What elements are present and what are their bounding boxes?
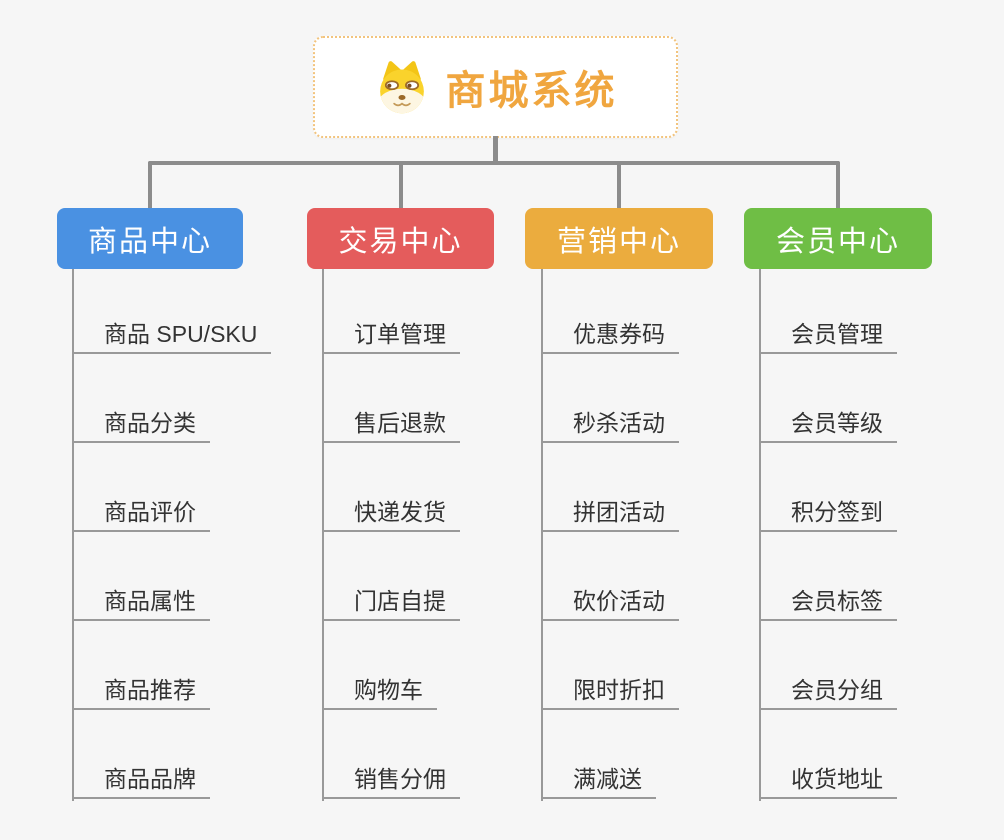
leaf-node[interactable]: 限时折扣 bbox=[541, 676, 679, 710]
leaf-node[interactable]: 快递发货 bbox=[322, 498, 460, 532]
branch-member-center[interactable]: 会员中心 bbox=[744, 208, 932, 269]
leaf-node[interactable]: 会员标签 bbox=[759, 587, 897, 621]
leaf-node[interactable]: 商品品牌 bbox=[72, 765, 210, 799]
doge-icon bbox=[379, 61, 424, 114]
leaf-node[interactable]: 拼团活动 bbox=[541, 498, 679, 532]
leaf-node[interactable]: 售后退款 bbox=[322, 409, 460, 443]
branch-marketing-center[interactable]: 营销中心 bbox=[525, 208, 713, 269]
leaf-node[interactable]: 积分签到 bbox=[759, 498, 897, 532]
connector-column-3 bbox=[541, 269, 543, 801]
leaf-node[interactable]: 会员管理 bbox=[759, 320, 897, 354]
leaf-node[interactable]: 商品分类 bbox=[72, 409, 210, 443]
leaf-node[interactable]: 收货地址 bbox=[759, 765, 897, 799]
connector-stub-4 bbox=[836, 161, 840, 210]
leaf-node[interactable]: 优惠券码 bbox=[541, 320, 679, 354]
connector-bus bbox=[148, 161, 840, 165]
root-title: 商城系统 bbox=[445, 69, 618, 113]
connector-column-2 bbox=[322, 269, 324, 801]
leaf-node[interactable]: 商品推荐 bbox=[72, 676, 210, 710]
leaf-node[interactable]: 门店自提 bbox=[322, 587, 460, 621]
connector-stub-2 bbox=[399, 161, 403, 210]
connector-column-1 bbox=[72, 269, 74, 801]
branch-trade-center[interactable]: 交易中心 bbox=[307, 208, 494, 269]
leaf-node[interactable]: 购物车 bbox=[322, 676, 437, 710]
root-node[interactable]: 商城系统 bbox=[313, 36, 678, 138]
leaf-node[interactable]: 商品 SPU/SKU bbox=[72, 320, 272, 354]
leaf-node[interactable]: 商品评价 bbox=[72, 498, 210, 532]
leaf-node[interactable]: 秒杀活动 bbox=[541, 409, 679, 443]
connector-stub-1 bbox=[148, 161, 152, 210]
branch-product-center[interactable]: 商品中心 bbox=[57, 208, 243, 269]
connector-stub-3 bbox=[617, 161, 621, 210]
leaf-node[interactable]: 砍价活动 bbox=[541, 587, 679, 621]
leaf-node[interactable]: 会员等级 bbox=[759, 409, 897, 443]
leaf-node[interactable]: 满减送 bbox=[541, 765, 656, 799]
leaf-node[interactable]: 销售分佣 bbox=[322, 765, 460, 799]
leaf-node[interactable]: 商品属性 bbox=[72, 587, 210, 621]
connector-column-4 bbox=[759, 269, 761, 801]
connector-root-stem bbox=[493, 136, 498, 165]
leaf-node[interactable]: 订单管理 bbox=[322, 320, 460, 354]
leaf-node[interactable]: 会员分组 bbox=[759, 676, 897, 710]
